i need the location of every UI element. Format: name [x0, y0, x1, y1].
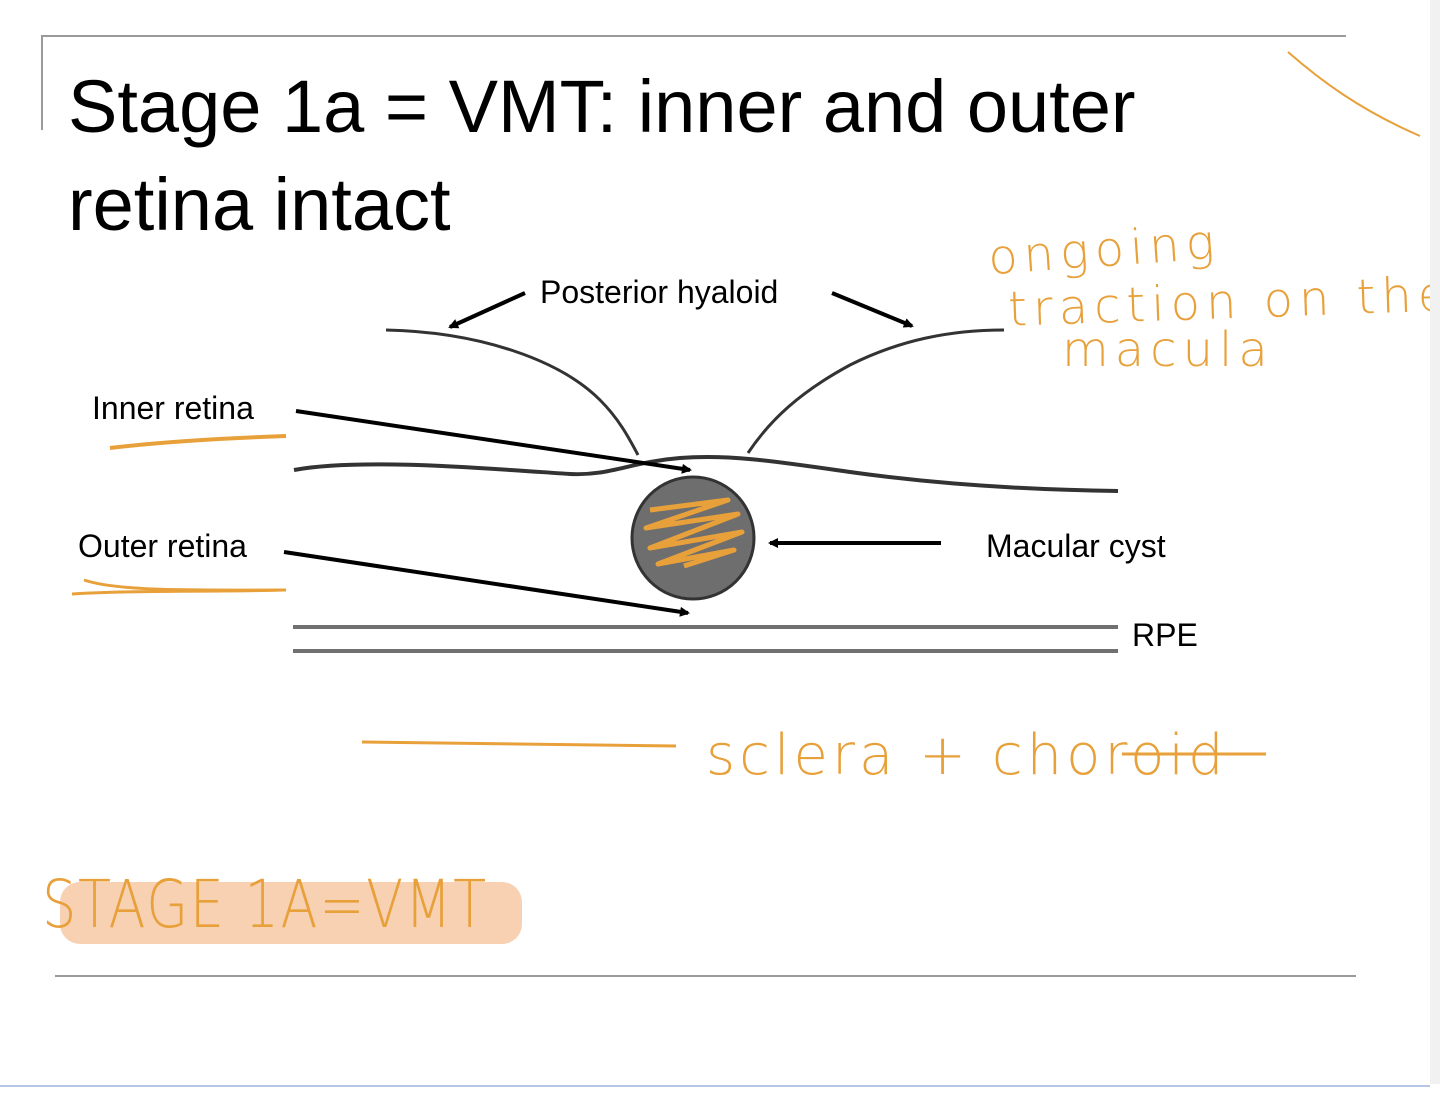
arrow-hyaloid-right: [831, 291, 914, 328]
inner-retina-line: [293, 454, 1119, 493]
annotation-traction-line3: macula: [1062, 322, 1274, 378]
annotation-stage: STAGE 1A=VMT: [42, 866, 488, 943]
vertical-scrollbar[interactable]: [1430, 0, 1440, 1084]
posterior-hyaloid-left: [385, 328, 640, 456]
posterior-hyaloid-right: [746, 328, 1005, 454]
label-posterior-hyaloid: Posterior hyaloid: [540, 274, 779, 310]
slide-frame-top: [41, 35, 1346, 130]
arrow-hyaloid-left: [448, 291, 526, 329]
sclera-line-left: [361, 740, 677, 748]
underline-inner-retina: [109, 434, 287, 450]
pen-stroke-corner: [1287, 51, 1421, 137]
label-inner-retina: Inner retina: [92, 390, 254, 426]
underline-outer-retina-1: [83, 578, 287, 592]
cyst-scribble: [643, 497, 745, 569]
label-macular-cyst: Macular cyst: [986, 528, 1166, 564]
underline-outer-retina-2: [71, 588, 285, 596]
label-rpe: RPE: [1132, 617, 1198, 653]
arrow-inner-retina: [295, 409, 692, 474]
slide-title: Stage 1a = VMT: inner and outer retina i…: [68, 65, 1136, 246]
label-outer-retina: Outer retina: [78, 528, 247, 564]
annotation-sclera-choroid: sclera + choroid: [706, 723, 1228, 788]
stage-highlight: [60, 882, 522, 944]
arrow-outer-retina: [283, 550, 690, 617]
